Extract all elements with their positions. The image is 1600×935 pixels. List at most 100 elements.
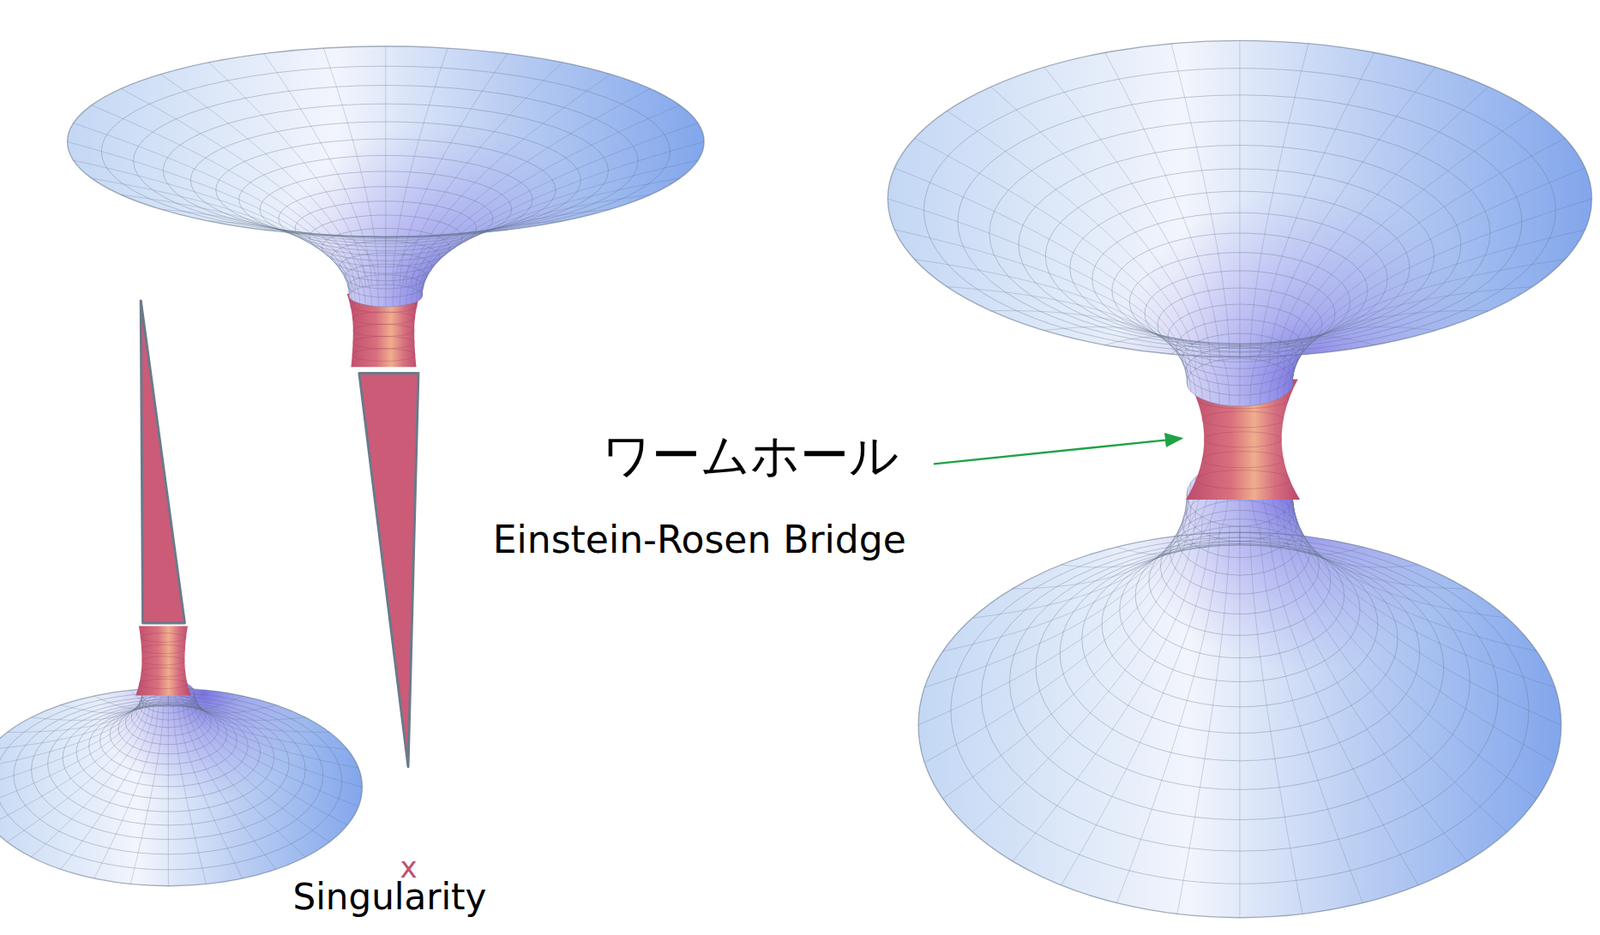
grid-meridian bbox=[421, 123, 698, 295]
grid-meridian bbox=[173, 707, 206, 885]
throat-ring bbox=[1202, 411, 1284, 428]
grid-meridian bbox=[192, 688, 348, 750]
grid-meridian bbox=[1288, 138, 1565, 373]
grid-meridian bbox=[194, 691, 359, 769]
grid-ring bbox=[0, 688, 362, 887]
funnel-surface bbox=[916, 461, 1564, 921]
throat-ring bbox=[353, 324, 415, 337]
throat-ring bbox=[141, 667, 187, 677]
grid-meridian bbox=[1293, 494, 1562, 726]
cut-section bbox=[140, 300, 185, 624]
funnel-shade bbox=[0, 678, 365, 889]
grid-meridian bbox=[1239, 526, 1240, 919]
grid-meridian bbox=[120, 194, 355, 302]
grid-meridian bbox=[1250, 342, 1309, 407]
grid-meridian bbox=[1012, 517, 1203, 862]
grid-meridian bbox=[73, 123, 350, 295]
grid-meridian bbox=[1277, 472, 1468, 590]
grid-meridian bbox=[1269, 468, 1419, 568]
grid-meridian bbox=[972, 512, 1196, 833]
funnel-surface bbox=[65, 44, 706, 310]
grid-meridian bbox=[1105, 52, 1220, 361]
funnel-fill bbox=[916, 461, 1564, 921]
grid-meridian bbox=[91, 105, 352, 292]
throat-ring bbox=[140, 633, 187, 644]
singularity-label: Singularity bbox=[293, 879, 488, 916]
funnel-surface bbox=[0, 678, 365, 889]
grid-meridian bbox=[94, 706, 159, 879]
grid-meridian bbox=[421, 160, 698, 298]
grid-meridian bbox=[1292, 168, 1586, 379]
grid-meridian bbox=[914, 138, 1191, 373]
grid-meridian bbox=[991, 310, 1204, 399]
grid-meridian bbox=[178, 706, 243, 879]
funnel-fill bbox=[885, 38, 1594, 409]
grid-meridian bbox=[1269, 521, 1419, 886]
grid-meridian bbox=[972, 476, 1196, 619]
grid-meridian bbox=[1277, 517, 1468, 862]
throat-ring bbox=[352, 312, 416, 325]
grid-meridian bbox=[1177, 525, 1230, 915]
grid-meridian bbox=[1044, 326, 1211, 403]
grid-meridian bbox=[194, 693, 362, 788]
wormhole-label: ワームホール bbox=[601, 431, 899, 481]
grid-meridian bbox=[168, 707, 169, 887]
grid-meridian bbox=[1250, 43, 1309, 360]
grid-meridian bbox=[264, 53, 373, 286]
funnel-surface bbox=[885, 38, 1594, 409]
grid-meridian bbox=[1044, 66, 1211, 363]
grid-meridian bbox=[1260, 336, 1375, 405]
grid-meridian bbox=[894, 229, 1188, 388]
grid-meridian bbox=[0, 698, 145, 826]
throat-tube bbox=[135, 626, 191, 697]
grid-meridian bbox=[411, 74, 611, 289]
grid-meridian bbox=[384, 46, 386, 285]
grid-meridian bbox=[422, 141, 704, 296]
grid-meridian bbox=[411, 209, 611, 304]
grid-meridian bbox=[918, 494, 1187, 726]
grid-meridian bbox=[924, 488, 1188, 688]
grid-meridian bbox=[323, 234, 379, 307]
grid-meridian bbox=[1260, 52, 1375, 361]
cut-section bbox=[359, 372, 419, 767]
grid-meridian bbox=[991, 86, 1204, 366]
grid-meridian bbox=[1061, 468, 1211, 568]
grid-meridian bbox=[406, 62, 563, 288]
grid-meridian bbox=[1269, 326, 1436, 403]
grid-meridian bbox=[399, 53, 508, 286]
throat-ring bbox=[352, 348, 416, 362]
grid-meridian bbox=[1292, 229, 1586, 388]
grid-meridian bbox=[1288, 506, 1537, 800]
funnel-shade bbox=[885, 38, 1594, 409]
grid-meridian bbox=[1269, 66, 1436, 363]
grid-meridian bbox=[91, 178, 352, 301]
grid-meridian bbox=[415, 194, 650, 302]
grid-meridian bbox=[73, 160, 350, 298]
grid-meridian bbox=[1277, 86, 1490, 366]
grid-meridian bbox=[190, 701, 330, 843]
grid-meridian bbox=[1293, 198, 1593, 383]
singularity-mark: x bbox=[400, 853, 418, 883]
funnel-shade bbox=[65, 44, 706, 310]
grid-meridian bbox=[6, 685, 146, 733]
grid-meridian bbox=[1116, 523, 1220, 903]
grid-meridian bbox=[392, 234, 448, 307]
grid-meridian bbox=[1171, 43, 1230, 360]
grid-meridian bbox=[947, 110, 1197, 369]
funnel-fill bbox=[0, 678, 365, 889]
grid-meridian bbox=[1250, 525, 1303, 915]
grid-meridian bbox=[1239, 40, 1240, 359]
grid-meridian bbox=[887, 198, 1187, 383]
throat-ring bbox=[1203, 432, 1282, 448]
grid-meridian bbox=[186, 684, 306, 722]
grid-meridian bbox=[209, 62, 366, 288]
grid-meridian bbox=[160, 74, 360, 289]
grid-meridian bbox=[392, 48, 448, 285]
grid-meridian bbox=[1171, 342, 1230, 407]
grid-meridian bbox=[419, 105, 680, 292]
grid-meridian bbox=[120, 89, 355, 290]
funnel-shade bbox=[916, 461, 1564, 921]
grid-meridian bbox=[1260, 523, 1364, 903]
grid-meridian bbox=[914, 259, 1191, 392]
grid-meridian bbox=[67, 141, 349, 296]
